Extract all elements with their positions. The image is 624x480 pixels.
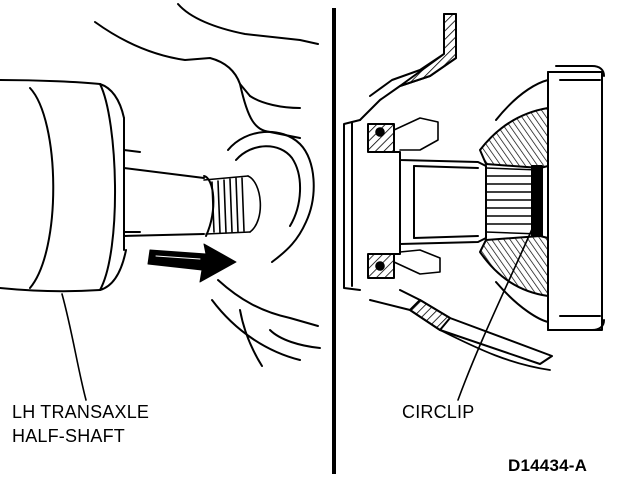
figure-id: D14434-A xyxy=(508,456,588,475)
circlip-leader-line xyxy=(457,219,537,401)
insertion-arrow xyxy=(147,243,237,283)
circlip-label: CIRCLIP xyxy=(402,402,475,422)
half-shaft-boot xyxy=(0,79,141,293)
differential-case xyxy=(495,65,605,331)
seal-detail xyxy=(375,117,441,275)
lower-housing xyxy=(439,329,551,371)
left-panel xyxy=(0,3,321,401)
lh-transaxle-label-line1: LH TRANSAXLE xyxy=(12,402,150,422)
circlip xyxy=(531,165,543,237)
axle-shaft xyxy=(371,151,487,255)
lh-leader-line xyxy=(61,293,87,401)
side-gear-lower xyxy=(479,235,549,297)
lh-transaxle-label-line2: HALF-SHAFT xyxy=(12,426,126,446)
case-housing xyxy=(343,13,553,365)
shaft-splines xyxy=(203,175,262,235)
right-panel xyxy=(343,13,605,401)
transaxle-housing xyxy=(94,3,321,367)
side-gear xyxy=(479,107,549,169)
half-shaft-stub xyxy=(123,167,215,237)
